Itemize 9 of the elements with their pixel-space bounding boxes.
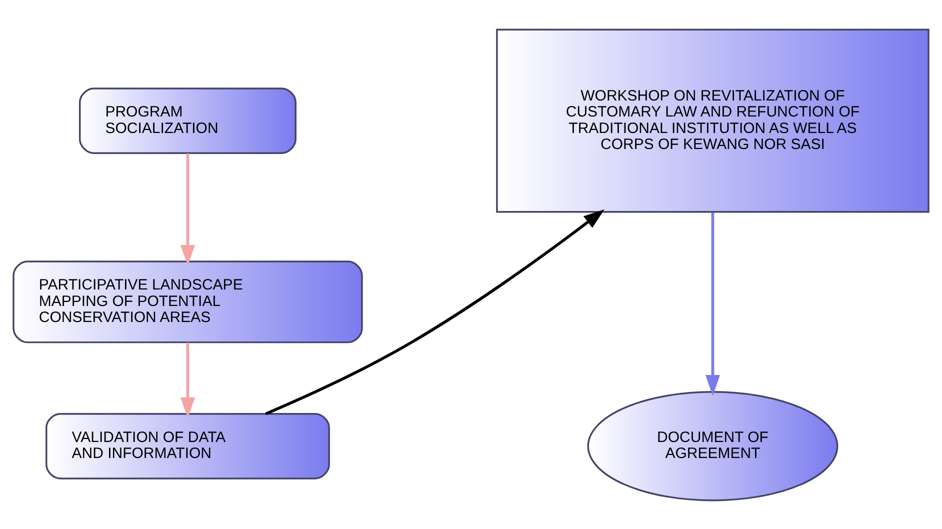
- node-box: WORKSHOP ON REVITALIZATION OF CUSTOMARY LAW AND REFUNCTION OF TRADITIONAL INSTITUTION AS WELL AS CORPS OF KEWANG NOR SASI: [496, 28, 930, 212]
- node-box: PARTICIPATIVE LANDSCAPE MAPPING OF POTENTIAL CONSERVATION AREAS: [12, 260, 363, 343]
- arrow: [180, 342, 196, 418]
- arrow: [180, 152, 196, 266]
- arrow: [265, 208, 604, 415]
- node-box: PROGRAM SOCIALIZATION: [78, 87, 296, 154]
- arrow: [705, 212, 720, 396]
- node-box: VALIDATION OF DATA AND INFORMATION: [46, 412, 330, 479]
- node-ellipse: DOCUMENT OF AGREEMENT: [587, 390, 838, 501]
